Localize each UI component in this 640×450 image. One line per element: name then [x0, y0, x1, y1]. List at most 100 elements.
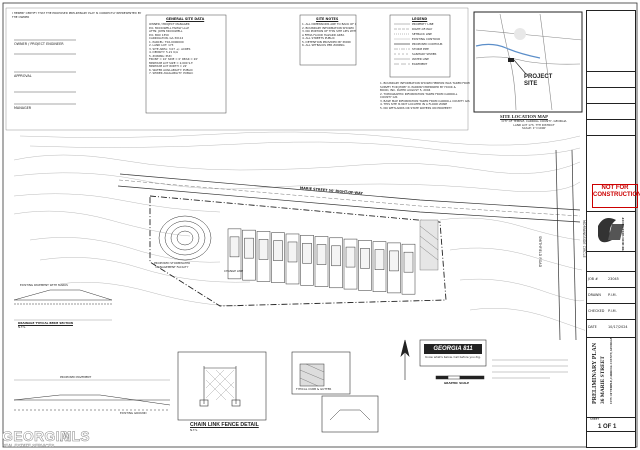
job-info-label: CHECKED	[588, 309, 605, 313]
house-footprint	[403, 251, 414, 273]
site-note-line: 3. NO PORTION OF THIS SITE LIES WITHIN	[302, 30, 356, 33]
location-map-subtitle-line: SCALE: 1"=1000'	[521, 126, 547, 130]
brand-tagline: REAL ESTATE SERVICES	[2, 443, 55, 448]
site-data-line: FRONT = 10' SIDE = 0' REAR = 20'	[149, 58, 198, 61]
location-map-subtitle-line: LAND LOT 173, 7TH DISTRICT	[513, 122, 555, 127]
reference-note-line: 5. NO WETLANDS OR STATE WATERS ON PROPER…	[380, 106, 452, 110]
site-notes-list: 1. ALL DIMENSIONS ARE TO BACK OF CURB2. …	[302, 23, 356, 48]
project-site-label: PROJECT SITE	[524, 74, 553, 87]
house-footprint	[360, 248, 370, 269]
legend-item: PROPERTY LINE	[412, 22, 434, 26]
profile-label-2: PROPOSED PAVEMENT	[60, 375, 92, 379]
job-info-row: DRAWN P.I.M.	[588, 288, 632, 304]
reference-note-line: 3. BASE MAP INFORMATION TAKEN FROM CARRO…	[380, 99, 470, 103]
reference-note-line: SURVEY FOR JIMMY D. PARRISH PREPARED BY …	[380, 85, 456, 89]
job-info-label: JOB #	[588, 277, 598, 281]
site-data-line: 7. SEWER AVAILABILITY: PUBLIC	[149, 72, 194, 75]
reference-note-line: 4. THIS SITE IS NOT LOCATED IN A FLOOD Z…	[380, 103, 448, 106]
legend-item: RIGHT-OF-WAY	[412, 27, 433, 31]
house-footprint	[302, 242, 312, 264]
house-footprint	[258, 239, 269, 260]
site-data-line: 5. ZONING: PUD	[149, 54, 172, 58]
house-footprint	[389, 250, 399, 272]
fence-detail-scale: N.T.S.	[190, 428, 198, 432]
reference-note-line: COUNTY GIS	[380, 96, 398, 99]
georgia-811-logo: GEORGIA 811	[433, 346, 473, 352]
house-footprint	[229, 236, 240, 258]
site-note-line: 5. DETENTION PROVIDED BY POND	[302, 40, 351, 44]
site-note-line: 1. ALL DIMENSIONS ARE TO BACK OF CURB	[302, 23, 356, 26]
legend-item: SANITARY SEWER	[412, 52, 437, 56]
site-data-line: 6. WATER AVAILABILITY: PUBLIC	[149, 68, 193, 72]
site-notes-title: SITE NOTES	[316, 17, 339, 21]
brand-name: GEORGIA	[2, 428, 71, 445]
owner-certification-text: I HEREBY CERTIFY THAT THE PROPOSED PRELI…	[12, 11, 142, 19]
house-footprint	[331, 245, 341, 267]
site-note-line: 4. ALL STREETS PUBLIC	[302, 37, 335, 40]
location-map-subtitle-line: CITY OF TEMPLE, CARROLL COUNTY, GEORGIA	[501, 119, 567, 123]
reference-note-line: 2. TOPOGRAPHIC INFORMATION TAKEN FROM CA…	[380, 92, 458, 96]
job-info-label: DRAWN	[588, 293, 601, 297]
house-footprint	[345, 246, 356, 268]
not-for-construction-stamp: NOT FOR CONSTRUCTION	[592, 184, 640, 208]
legend-item: STORM PIPE	[412, 47, 429, 51]
sheet-label: SHEET	[590, 417, 600, 421]
not-for-construction-text: NOT FOR CONSTRUCTION	[593, 185, 640, 198]
sheet-number: 1 OF 1	[598, 424, 617, 430]
sig-approval-label: APPROVAL	[14, 74, 32, 78]
location-map-title: SITE LOCATION MAP	[500, 114, 548, 119]
house-footprint	[273, 240, 283, 261]
job-info-row: JOB #23045	[588, 272, 632, 288]
site-data-title: GENERAL SITE DATA	[166, 17, 205, 21]
typical-curb-label: TYPICAL CURB & GUTTER	[296, 387, 332, 391]
site-data-line: ATTN: JOHN MCDOWELL	[149, 30, 183, 33]
site-data-line: MINIMUM LOT WIDTH = 22'	[149, 65, 188, 68]
site-data-line: OWNER / PROJECT MANAGER	[149, 23, 190, 26]
pond-label: PROPOSED STORMWATER MANAGEMENT FACILITY	[153, 261, 191, 269]
sig-manager-label: MANAGER	[14, 106, 32, 110]
house-footprint	[316, 244, 327, 265]
house-footprint	[374, 249, 385, 270]
house-footprint	[287, 241, 298, 263]
section-title: DRAINAGE TYPICAL BERM SECTION	[18, 321, 73, 325]
site-data-line: P.O. BOX 1350	[149, 33, 169, 37]
legend-title: LEGEND	[412, 17, 428, 21]
site-note-line: A FEMA FLOOD HAZARD AREA	[302, 33, 345, 37]
profile-label-1: EXISTING PAVEMENT WITH MARKS	[20, 283, 68, 287]
plan-title: PRELIMINARY PLAN	[592, 342, 598, 404]
site-note-line: 2. BOUNDARY INFORMATION SHOWN	[302, 26, 354, 30]
profile-label-3: EXISTING GROUND	[120, 411, 147, 415]
graphic-scale-label: GRAPHIC SCALE	[444, 381, 469, 385]
brand-suffix: MLS	[60, 428, 90, 445]
plan-street: 36 MARIE STREET	[600, 356, 606, 404]
legend-item: EXISTING CONTOUR	[412, 37, 441, 41]
sig-owner-label: OWNER / PROJECT ENGINEER	[14, 42, 64, 46]
job-info-value: P.I.M.	[608, 309, 617, 313]
legend-item: EASEMENT	[412, 62, 428, 66]
plan-location: CITY OF TEMPLE, CARROLL COUNTY, GEORGIA	[610, 337, 613, 404]
reference-note-line: BOOD, INC. DATED AUGUST 5, 2004	[380, 89, 431, 92]
site-data-line: 3. SITE AREA: 3.07 +/- ACRES	[149, 47, 191, 51]
fence-detail-title: CHAIN LINK FENCE DETAIL	[190, 422, 259, 428]
reference-notes-list: 1. BOUNDARY INFORMATION SHOWN HEREON WAS…	[380, 82, 470, 110]
legend-item: PROPOSED CONTOUR	[412, 42, 443, 46]
section-scale: N.T.S.	[18, 325, 26, 329]
job-info-value: P.I.M.	[608, 293, 617, 297]
site-data-line: MINIMUM LOT SIZE = 2,000 S.F.	[149, 61, 194, 65]
site-data-line: 1. PARCEL: T02-0000000	[149, 40, 184, 44]
site-data-line: P.O. MCDOWELL FAMILY LLLP	[149, 26, 189, 30]
site-note-line: 6. ALL SETBACKS PER ZONING	[302, 44, 345, 47]
legend-item: WATER LINE	[412, 57, 429, 61]
reference-note-line: 1. BOUNDARY INFORMATION SHOWN HEREON WAS…	[380, 82, 470, 85]
house-footprint	[244, 237, 254, 259]
georgia-811-tagline: Know what's below. Call before you dig.	[425, 355, 481, 359]
